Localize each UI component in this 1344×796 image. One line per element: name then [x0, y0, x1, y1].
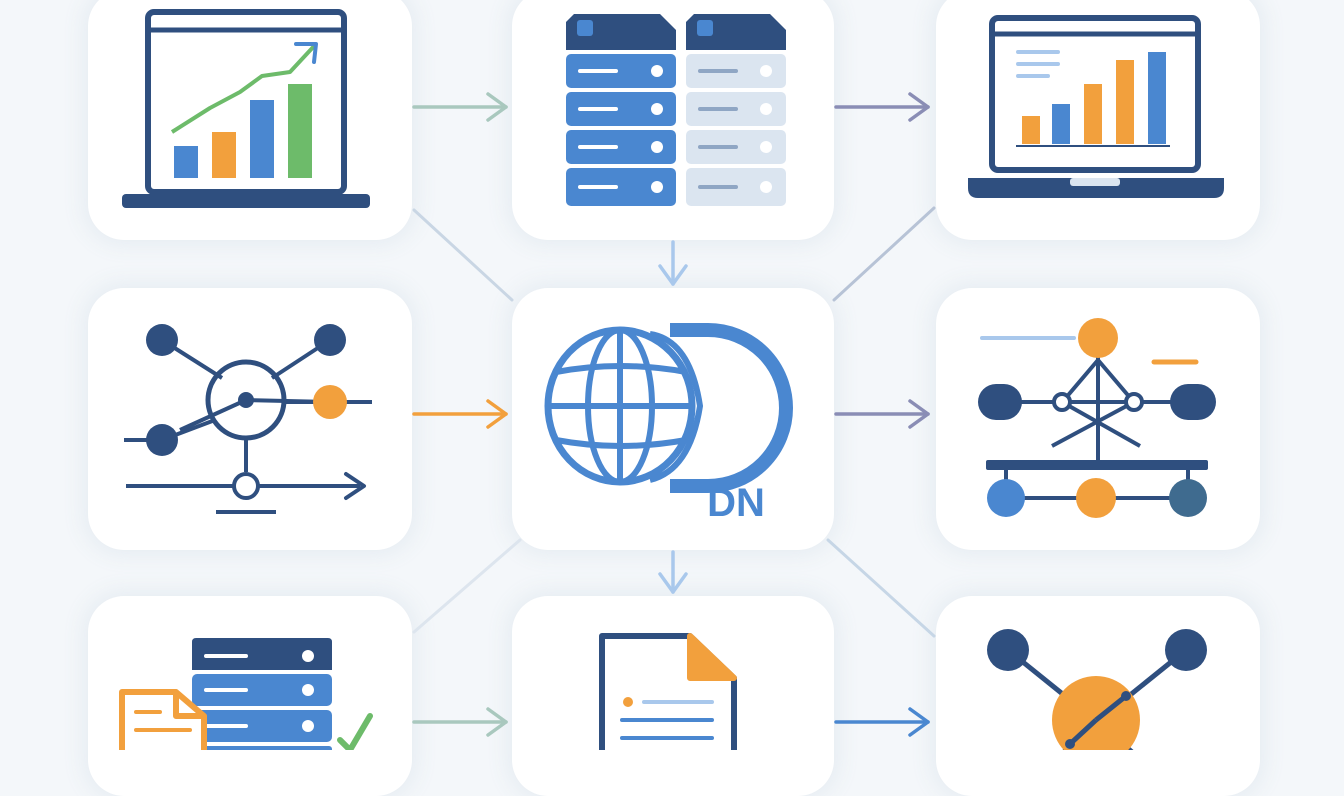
- connector-bottom-left: [412, 538, 522, 634]
- arrow-center-to-hierarchy: [834, 399, 930, 429]
- document-icon: [599, 633, 737, 750]
- arrow-center-to-document: [658, 550, 688, 594]
- hierarchy-nodes-icon: [978, 318, 1216, 518]
- network-nodes-icon: [124, 324, 372, 514]
- hub-node-icon: [987, 629, 1207, 750]
- center-logo-text: DN: [707, 481, 765, 525]
- laptop-bar-chart-icon: [968, 15, 1224, 198]
- server-rack-icon: [566, 14, 786, 206]
- database-document-check-icon: [119, 638, 373, 750]
- arrow-document-to-hub: [834, 707, 930, 737]
- arrow-server-to-center: [658, 240, 688, 286]
- arrow-database-to-document: [412, 707, 508, 737]
- connector-top-right: [832, 206, 936, 302]
- connector-top-left: [412, 208, 514, 302]
- connector-bottom-right: [826, 538, 936, 638]
- arrow-analytics-to-server: [412, 92, 508, 122]
- data-flow-diagram: DN: [88, 0, 1260, 796]
- card-network-graph: [88, 288, 412, 550]
- diagonal-connectors: [412, 206, 936, 638]
- arrow-network-to-center: [412, 399, 508, 429]
- globe-d-icon: [544, 323, 793, 493]
- diagram-svg: DN: [119, 9, 1224, 750]
- laptop-growth-chart-icon: [122, 9, 370, 208]
- arrow-server-to-dashboard: [834, 92, 930, 122]
